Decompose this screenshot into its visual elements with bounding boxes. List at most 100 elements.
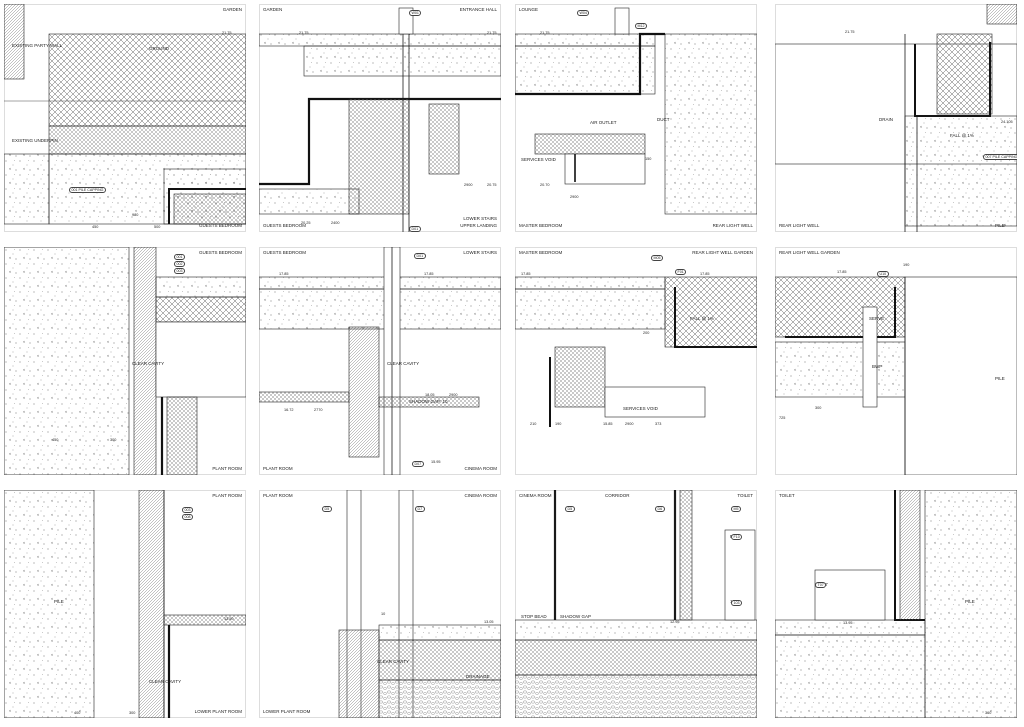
reference-tag: D07 — [412, 461, 424, 468]
drain-pipe — [862, 306, 878, 408]
section-drawing — [4, 490, 246, 718]
room-label-guests-bedroom: GUESTS BEDROOM — [198, 222, 242, 228]
drawing-note: DRAIN — [879, 117, 894, 122]
dimension-label: 12.95 — [670, 620, 680, 624]
room-label-entrance-hall: ENTRANCE HALL — [459, 7, 497, 12]
reference-tag: D01 — [409, 226, 421, 232]
stud-wall — [428, 103, 460, 175]
reference-tag: T07 — [815, 582, 827, 589]
drawing-note: FALL @ 1% — [950, 133, 974, 138]
drawing-note: CLEAR CAVITY — [149, 679, 182, 684]
drawing-note: PILE — [995, 376, 1005, 381]
slab — [378, 624, 501, 641]
slab — [155, 276, 246, 298]
reference-tag: 001 PILE CAPPING — [69, 187, 106, 194]
insulation — [173, 193, 246, 225]
dimension-label: 21.75 — [487, 31, 497, 35]
dimension-label: 2900 — [570, 195, 579, 199]
reference-tag: D01 — [414, 253, 426, 260]
slab — [515, 619, 757, 641]
dimension-label: 980 — [132, 213, 139, 217]
dimension-label: 373 — [655, 422, 662, 426]
room-label-rear-light-well: REAR LIGHT WELL — [779, 222, 820, 228]
drawing-note: SERVICES VOID — [623, 406, 658, 411]
reference-tag: 001 — [174, 254, 185, 261]
drawing-note: CLEAR CAVITY — [387, 361, 420, 366]
dimension-label: 13.50 — [224, 617, 234, 621]
drainage-bed — [515, 674, 757, 718]
reference-tag: W04 — [577, 10, 590, 17]
room-label-master-bedroom: MASTER BEDROOM — [519, 222, 563, 228]
pile — [924, 490, 1017, 718]
drawing-note: SHADOW GAP — [560, 614, 592, 619]
dimension-label: 15.85 — [603, 422, 613, 426]
section-drawing — [515, 490, 757, 718]
section-drawing — [775, 4, 1017, 232]
reference-tag: 103 — [731, 600, 742, 607]
slab-structure — [515, 45, 656, 95]
stair-slab — [303, 45, 501, 77]
void-box — [564, 153, 646, 185]
pile-cap — [904, 115, 1017, 227]
room-label-rear-light-well: REAR LIGHT WELL — [712, 222, 753, 228]
dimension-label: 150 — [645, 157, 652, 161]
reference-tag: 008 — [182, 514, 193, 521]
cavity-wall — [899, 490, 921, 621]
dimension-label: 210 — [530, 422, 537, 426]
section-drawing — [775, 490, 1017, 718]
section-drawing — [259, 490, 501, 718]
dimension-label: 300 — [129, 711, 136, 715]
dimension-label: 17.85 — [521, 272, 531, 276]
reference-tag: M05 — [651, 255, 663, 262]
drawing-note: SERVE — [869, 316, 885, 321]
room-label-lower-plant-room: LOWER PLANT ROOM — [194, 708, 242, 714]
reference-tag: D5 — [322, 506, 332, 513]
drawing-note: EXISTING PARTY WALL — [12, 43, 63, 48]
dimension-label: 2900 — [464, 183, 473, 187]
dimension-label: 10 — [381, 612, 386, 616]
membrane-line — [785, 287, 896, 338]
reference-tag: 003 — [174, 268, 185, 275]
panel-frame — [259, 4, 501, 232]
room-label-toilet: TOILET — [737, 493, 753, 498]
membrane-line — [515, 32, 665, 96]
room-label-master-bedroom: MASTER BEDROOM — [519, 250, 563, 255]
room-label-guests-bedroom: GUESTS BEDROOM — [263, 222, 307, 228]
dimension-label: 13.95 — [843, 621, 853, 625]
reference-tag: 002 — [174, 261, 185, 268]
ceiling-ins — [259, 391, 350, 403]
drawing-note: BWP — [872, 364, 883, 369]
dimension-label: 2900 — [449, 393, 458, 397]
reference-tag: D5 — [565, 506, 575, 513]
room-label-lower-stairs: LOWER STAIRS — [463, 250, 497, 255]
dimension-label: 400 — [74, 711, 81, 715]
membrane-line — [168, 188, 246, 224]
pile-cap — [775, 634, 926, 718]
pile — [4, 490, 95, 718]
drawing-note: PILE — [54, 599, 64, 604]
wc-pan — [814, 569, 886, 621]
dimension-label: 300 — [815, 406, 822, 410]
panel-frame — [515, 247, 757, 475]
room-label-corridor: CORRIDOR — [605, 493, 630, 498]
dimension-label: 450 — [92, 225, 99, 229]
screed — [155, 296, 246, 323]
hardcore-layer — [48, 125, 246, 155]
dimension-label: 20.70 — [540, 183, 550, 187]
insulation — [378, 639, 501, 681]
section-drawing — [4, 4, 246, 232]
dimension-label: 20.25 — [301, 221, 311, 225]
dimension-label: 17.85 — [837, 270, 847, 274]
slab — [515, 288, 666, 330]
dimension-label: 17.85 — [279, 272, 289, 276]
dimension-label: 18.05 — [425, 393, 435, 397]
drawing-note: DRAINAGE — [466, 674, 490, 679]
underpin — [4, 153, 50, 225]
